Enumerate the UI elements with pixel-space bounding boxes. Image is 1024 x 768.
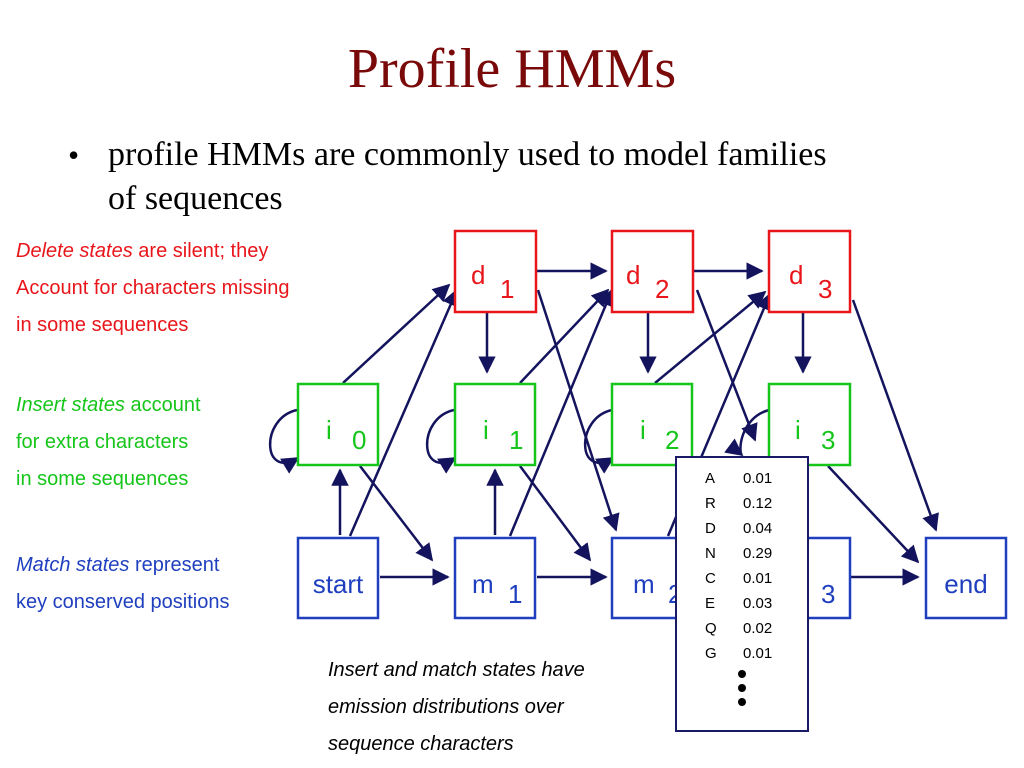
emission-probability: 0.02 — [743, 620, 773, 637]
selfloop-i2 — [583, 408, 615, 474]
emission-row: R 0.12 — [677, 495, 811, 520]
insert-state-i2: i 2 — [610, 382, 694, 467]
insert-state-index: 3 — [821, 425, 835, 455]
delete-states-term: Delete states — [16, 240, 133, 262]
insert-state-index: 1 — [509, 425, 523, 455]
ellipsis-dots-icon — [738, 670, 748, 712]
match-states-note: Match states represent key conserved pos… — [16, 547, 229, 621]
selfloop-i0 — [268, 408, 300, 474]
emission-probability: 0.01 — [743, 470, 773, 487]
bullet-marker: • — [68, 137, 80, 173]
emission-symbol: D — [705, 520, 716, 537]
match-state-index: 3 — [821, 579, 835, 609]
insert-state-letter: i — [795, 415, 801, 445]
emission-probability: 0.03 — [743, 595, 773, 612]
match-state-m1: m 1 — [453, 536, 537, 620]
emission-symbol: Q — [705, 620, 717, 637]
emission-row: N 0.29 — [677, 545, 811, 570]
match-states-term: Match states — [16, 554, 130, 576]
arrow-i0-d1 — [342, 283, 451, 384]
delete-state-letter: d — [471, 260, 485, 290]
match-state-letter: m — [633, 569, 655, 599]
emission-note-line1: Insert and match states have — [328, 659, 585, 681]
insert-state-index: 2 — [665, 425, 679, 455]
arrow-i2-d3 — [654, 290, 767, 384]
arrow-start-d1 — [348, 288, 459, 537]
bullet-text: profile HMMs are commonly used to model … — [108, 136, 827, 217]
insert-state-i1: i 1 — [453, 382, 537, 467]
delete-state-index: 2 — [655, 274, 669, 304]
emission-row: A 0.01 — [677, 470, 811, 495]
insert-state-index: 0 — [352, 425, 366, 455]
insert-state-letter: i — [483, 415, 489, 445]
selfloop-i1 — [425, 408, 457, 474]
emission-symbol: R — [705, 495, 716, 512]
delete-state-d1: d 1 — [453, 229, 538, 314]
slide-title: Profile HMMs — [347, 38, 677, 100]
arrow-d3-end — [851, 299, 939, 532]
match-states-line2: key conserved positions — [16, 591, 230, 613]
emission-symbol: C — [705, 570, 716, 587]
emission-note-line3: sequence characters — [328, 733, 514, 755]
emission-symbol: E — [705, 595, 716, 612]
insert-state-i0: i 0 — [296, 382, 380, 467]
emission-note: Insert and match states have emission di… — [328, 652, 668, 763]
insert-state-letter: i — [326, 415, 332, 445]
emission-symbol: N — [705, 545, 716, 562]
arrow-i3-end — [827, 465, 920, 564]
emission-note-line2: emission distributions over — [328, 696, 564, 718]
arrow-i1-d2 — [519, 288, 610, 384]
delete-state-letter: d — [789, 260, 803, 290]
emission-row: Q 0.02 — [677, 620, 811, 645]
delete-state-index: 3 — [818, 274, 832, 304]
emission-probability: 0.29 — [743, 545, 773, 562]
emission-row: C 0.01 — [677, 570, 811, 595]
emission-row: E 0.03 — [677, 595, 811, 620]
emission-row: D 0.04 — [677, 520, 811, 545]
start-state: start — [296, 536, 380, 620]
match-states-line1: represent — [129, 554, 220, 576]
emission-probability: 0.12 — [743, 495, 773, 512]
match-state-index: 1 — [508, 579, 522, 609]
start-state-label: start — [313, 569, 364, 599]
insert-states-note: Insert states account for extra characte… — [16, 387, 201, 498]
match-state-letter: m — [472, 569, 494, 599]
arrow-m1-d2 — [508, 288, 615, 537]
emission-probability: 0.01 — [743, 570, 773, 587]
delete-states-note: Delete states are silent; they Account f… — [16, 233, 289, 344]
arrow-d1-m2 — [536, 289, 620, 532]
delete-state-index: 1 — [500, 274, 514, 304]
delete-state-d2: d 2 — [610, 229, 695, 314]
emission-symbol: G — [705, 645, 717, 662]
end-state-label: end — [944, 569, 987, 599]
emission-row: G 0.01 — [677, 645, 811, 670]
arrow-i0-m1 — [359, 465, 434, 562]
delete-state-d3: d 3 — [767, 229, 852, 314]
insert-state-letter: i — [640, 415, 646, 445]
emission-probability: 0.01 — [743, 645, 773, 662]
delete-states-line1: are silent; they — [132, 240, 269, 262]
emission-distribution-panel: A 0.01 R 0.12 D 0.04 N 0.29 C 0.01 E 0.0… — [675, 456, 809, 732]
emission-symbol: A — [705, 470, 716, 487]
end-state: end — [924, 536, 1008, 620]
insert-states-line1: account — [124, 394, 201, 416]
delete-state-letter: d — [626, 260, 640, 290]
delete-states-line2: Account for characters missing — [16, 277, 290, 299]
selfloop-i3 — [724, 408, 770, 457]
insert-states-line2: for extra characters — [16, 431, 189, 453]
arrow-i1-m2 — [518, 465, 592, 562]
insert-states-term: Insert states — [16, 394, 125, 416]
arrow-d2-m3 — [695, 289, 758, 442]
emission-probability: 0.04 — [743, 520, 773, 537]
insert-state-i3: i 3 — [767, 382, 852, 467]
delete-states-line3: in some sequences — [16, 314, 189, 336]
insert-states-line3: in some sequences — [16, 468, 189, 490]
